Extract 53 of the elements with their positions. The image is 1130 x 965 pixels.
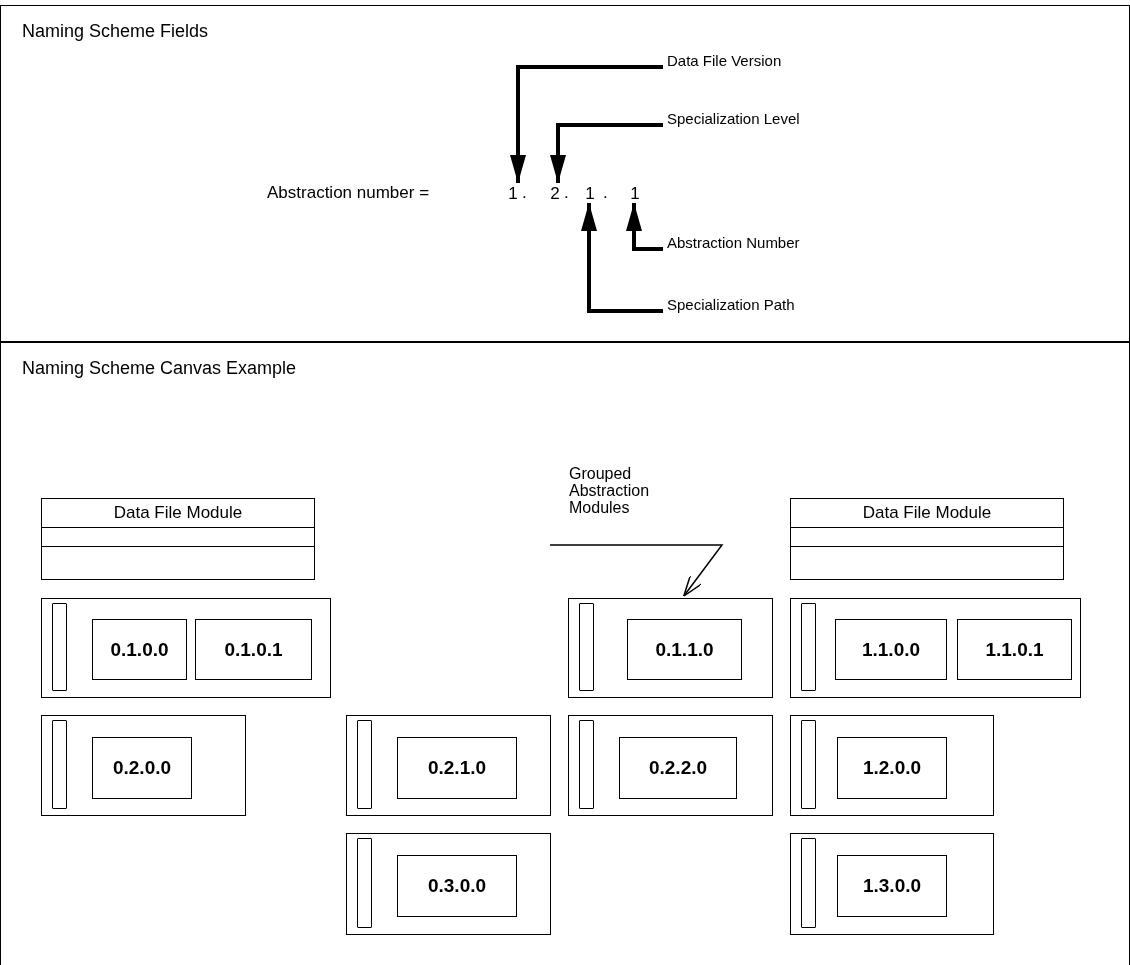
dot-separator: . bbox=[603, 183, 608, 203]
module-box: 0.1.1.0 bbox=[627, 619, 742, 680]
side-bar bbox=[357, 720, 372, 809]
module-box: 0.1.0.0 bbox=[92, 619, 187, 680]
side-bar bbox=[52, 603, 67, 691]
module-box: 0.2.2.0 bbox=[619, 737, 737, 799]
side-bar bbox=[801, 720, 816, 809]
digit: 1 bbox=[584, 184, 596, 204]
equation-label: Abstraction number = bbox=[267, 183, 430, 203]
field-label: Specialization Level bbox=[664, 109, 800, 128]
module-frame bbox=[568, 598, 773, 698]
side-bar bbox=[801, 603, 816, 691]
module-frame bbox=[568, 715, 773, 816]
module-frame bbox=[41, 598, 331, 698]
panel-title: Naming Scheme Canvas Example bbox=[22, 358, 297, 379]
panel bbox=[0, 5, 1130, 342]
pointer-arrow bbox=[510, 65, 663, 183]
data-file-module-box: Data File Module bbox=[790, 498, 1064, 580]
side-bar bbox=[357, 838, 372, 928]
module-box: 0.2.0.0 bbox=[92, 737, 192, 799]
module-frame bbox=[790, 833, 994, 935]
leader-arrow bbox=[549, 544, 724, 597]
pointer-arrow bbox=[581, 203, 663, 313]
module-box: 1.1.0.1 bbox=[957, 619, 1072, 680]
module-box: 0.3.0.0 bbox=[397, 855, 517, 917]
panel-title: Naming Scheme Fields bbox=[22, 21, 209, 42]
module-box: 0.1.0.1 bbox=[195, 619, 312, 680]
digit: 2 bbox=[547, 184, 563, 204]
annotation-text: Grouped Abstraction Modules bbox=[551, 463, 723, 547]
module-box: 0.2.1.0 bbox=[397, 737, 517, 799]
side-bar bbox=[52, 720, 67, 809]
module-box: 1.1.0.0 bbox=[835, 619, 947, 680]
dot-separator: . bbox=[564, 183, 569, 203]
side-bar bbox=[579, 720, 594, 809]
module-box: 1.3.0.0 bbox=[837, 855, 947, 917]
digit: 1 bbox=[628, 184, 642, 204]
pointer-arrow bbox=[626, 203, 663, 251]
field-label: Specialization Path bbox=[664, 295, 795, 314]
module-box: 1.2.0.0 bbox=[837, 737, 947, 799]
field-label: Abstraction Number bbox=[664, 233, 800, 252]
digit: 1 bbox=[506, 184, 520, 204]
module-frame bbox=[790, 598, 1081, 698]
module-frame bbox=[346, 715, 551, 816]
module-frame bbox=[790, 715, 994, 816]
pointer-arrow bbox=[550, 123, 663, 183]
side-bar bbox=[579, 603, 594, 691]
dot-separator: . bbox=[522, 183, 527, 203]
side-bar bbox=[801, 838, 816, 928]
module-frame bbox=[41, 715, 246, 816]
module-frame bbox=[346, 833, 551, 935]
panel bbox=[0, 342, 1130, 965]
data-file-module-box: Data File Module bbox=[41, 498, 315, 580]
field-label: Data File Version bbox=[664, 51, 782, 70]
